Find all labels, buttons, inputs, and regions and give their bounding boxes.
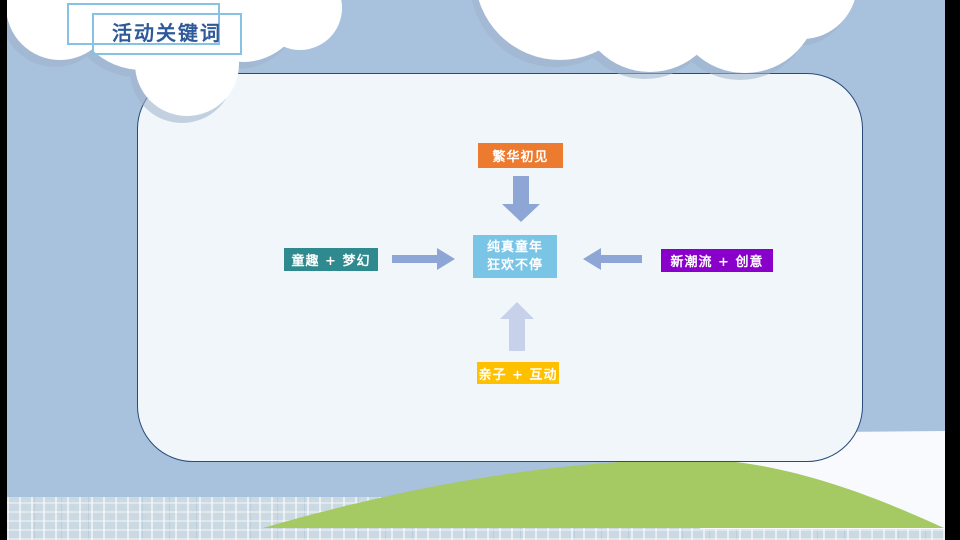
keyword-box-right: 新潮流 + 创意: [661, 249, 773, 272]
letterbox-right: [945, 0, 960, 540]
keyword-box-center: 纯真童年 狂欢不停: [473, 235, 557, 278]
title-outer-frame: [67, 3, 220, 45]
letterbox-left: [0, 0, 7, 540]
left-arrow: [583, 248, 642, 270]
keyword-box-top: 繁华初见: [478, 143, 563, 168]
down-arrow: [502, 176, 540, 222]
up-arrow: [500, 302, 534, 351]
right-arrow: [392, 248, 455, 270]
page-title: 活动关键词: [112, 20, 222, 45]
keyword-box-left: 童趣 + 梦幻: [284, 248, 378, 271]
title-inner-frame: [92, 13, 242, 55]
keyword-box-bottom: 亲子 + 互动: [477, 362, 559, 384]
green-hill: [263, 459, 944, 528]
center-line2: 狂欢不停: [486, 257, 543, 273]
center-line1: 纯真童年: [486, 239, 543, 255]
